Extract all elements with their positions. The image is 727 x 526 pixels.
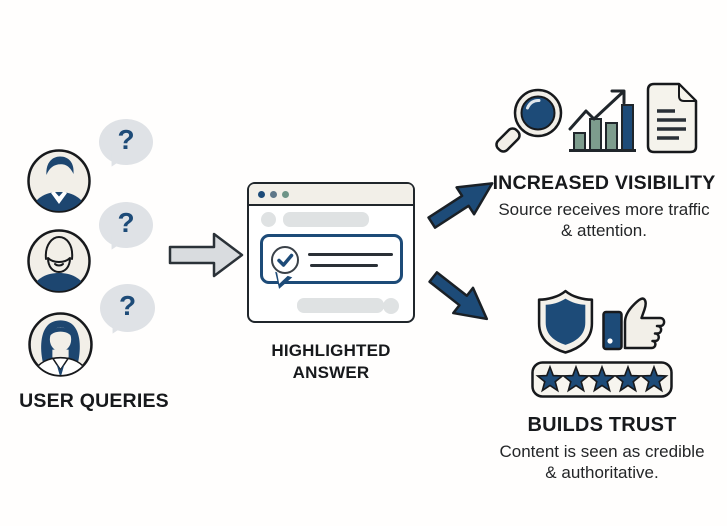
question-bubble-icon: ?	[99, 119, 153, 165]
window-dot-icon	[282, 190, 289, 198]
thumbs-up-icon	[602, 297, 666, 351]
increased-visibility-description: Source receives more traffic & attention…	[498, 200, 710, 241]
placeholder-text-shape	[283, 212, 369, 227]
browser-title-bar	[249, 184, 413, 206]
question-bubble-icon: ?	[100, 284, 155, 332]
growth-chart-icon	[568, 89, 636, 152]
question-mark: ?	[117, 207, 135, 238]
user-avatar-woman-icon	[28, 312, 93, 377]
arrow-up-right-icon	[427, 182, 494, 229]
placeholder-avatar-shape	[261, 212, 276, 227]
question-bubble-icon: ?	[99, 202, 153, 248]
window-dot-icon	[258, 190, 265, 198]
placeholder-avatar-shape	[383, 298, 399, 314]
browser-window-icon	[247, 182, 415, 323]
five-star-rating-icon	[531, 361, 673, 398]
magnifier-icon	[495, 88, 563, 153]
answer-text-line-shape	[310, 264, 378, 267]
highlighted-answer-label: HIGHLIGHTED ANSWER	[271, 341, 391, 382]
browser-content	[249, 206, 413, 322]
user-avatar-young-man-icon	[27, 149, 91, 213]
question-mark: ?	[118, 290, 137, 321]
builds-trust-title: BUILDS TRUST	[527, 414, 677, 436]
window-dot-icon	[270, 190, 277, 198]
answer-speech-bubble-icon	[260, 234, 403, 301]
increased-visibility-title: INCREASED VISIBILITY	[492, 172, 716, 194]
answer-text-line-shape	[308, 253, 393, 256]
user-avatar-older-man-icon	[27, 229, 91, 293]
shield-icon	[537, 289, 594, 354]
user-queries-label: USER QUERIES	[19, 390, 169, 412]
placeholder-text-shape	[297, 298, 384, 313]
document-icon	[646, 82, 698, 154]
checkmark-icon	[271, 246, 299, 274]
arrow-right-icon	[168, 232, 244, 278]
arrow-down-right-icon	[428, 271, 489, 321]
question-mark: ?	[117, 124, 135, 155]
builds-trust-description: Content is seen as credible & authoritat…	[499, 442, 705, 483]
